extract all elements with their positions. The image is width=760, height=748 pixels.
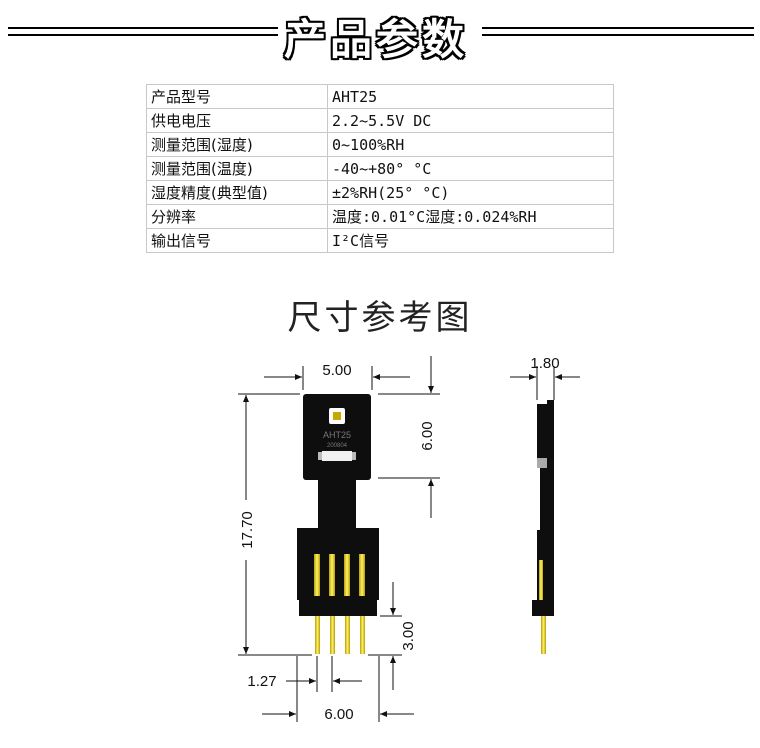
spec-value: AHT25 <box>327 84 614 109</box>
spec-value: 2.2~5.5V DC <box>327 108 614 133</box>
dim-pin-length: 3.00 <box>400 621 417 650</box>
chip-code: 200804 <box>327 443 348 449</box>
side-component <box>537 458 547 468</box>
contact-2 <box>329 554 335 596</box>
dim-head-height: 6.00 <box>419 421 436 450</box>
contact-3 <box>344 554 350 596</box>
page-title: 产品参数 <box>284 15 469 64</box>
smd-component <box>322 451 352 461</box>
smd-pad-right <box>352 452 356 460</box>
side-head <box>537 404 547 458</box>
sensor-module-front: AHT25 200804 <box>297 394 379 654</box>
drawing-title: 尺寸参考图 <box>287 298 473 338</box>
sensor-neck <box>318 478 356 530</box>
dim-bottom-width: 6.00 <box>324 706 353 723</box>
dim-side-thickness: 1.80 <box>530 355 559 372</box>
section-header: 产品参数 <box>0 0 760 64</box>
smd-pad-left <box>318 452 322 460</box>
spec-value: I²C信号 <box>327 228 614 253</box>
pin-1 <box>315 616 320 654</box>
side-neck <box>540 468 547 530</box>
table-row: 测量范围(湿度)0~100%RH <box>146 132 614 157</box>
spec-value: ±2%RH(25° °C) <box>327 180 614 205</box>
spec-label: 产品型号 <box>146 84 328 109</box>
connector-body <box>297 528 379 600</box>
spec-label: 测量范围(温度) <box>146 156 328 181</box>
chip-mark: AHT25 <box>323 430 351 440</box>
side-contact <box>539 560 543 600</box>
dimension-drawing: AHT25 200804 <box>238 355 580 723</box>
side-pin <box>541 616 546 654</box>
table-row: 分辨率温度:0.01°C湿度:0.024%RH <box>146 204 614 229</box>
spec-label: 供电电压 <box>146 108 328 133</box>
pin-3 <box>345 616 350 654</box>
contact-4 <box>359 554 365 596</box>
side-board <box>547 400 554 616</box>
table-row: 湿度精度(典型值)±2%RH(25° °C) <box>146 180 614 205</box>
sensor-window <box>333 412 341 420</box>
spec-label: 湿度精度(典型值) <box>146 180 328 205</box>
spec-value: 温度:0.01°C湿度:0.024%RH <box>327 204 614 229</box>
sensor-module-side <box>532 400 554 654</box>
spec-label: 输出信号 <box>146 228 328 253</box>
pin-2 <box>330 616 335 654</box>
header-rule-right <box>482 27 754 36</box>
spec-value: -40~+80° °C <box>327 156 614 181</box>
pin-4 <box>360 616 365 654</box>
connector-base <box>299 600 377 616</box>
side-base <box>532 600 554 616</box>
contact-1 <box>314 554 320 596</box>
dim-total-length: 17.70 <box>239 511 256 549</box>
header-rule-left <box>8 27 278 36</box>
spec-label: 测量范围(湿度) <box>146 132 328 157</box>
spec-value: 0~100%RH <box>327 132 614 157</box>
dim-pin-pitch: 1.27 <box>247 673 276 690</box>
dim-top-width: 5.00 <box>322 362 351 379</box>
table-row: 测量范围(温度)-40~+80° °C <box>146 156 614 181</box>
spec-label: 分辨率 <box>146 204 328 229</box>
